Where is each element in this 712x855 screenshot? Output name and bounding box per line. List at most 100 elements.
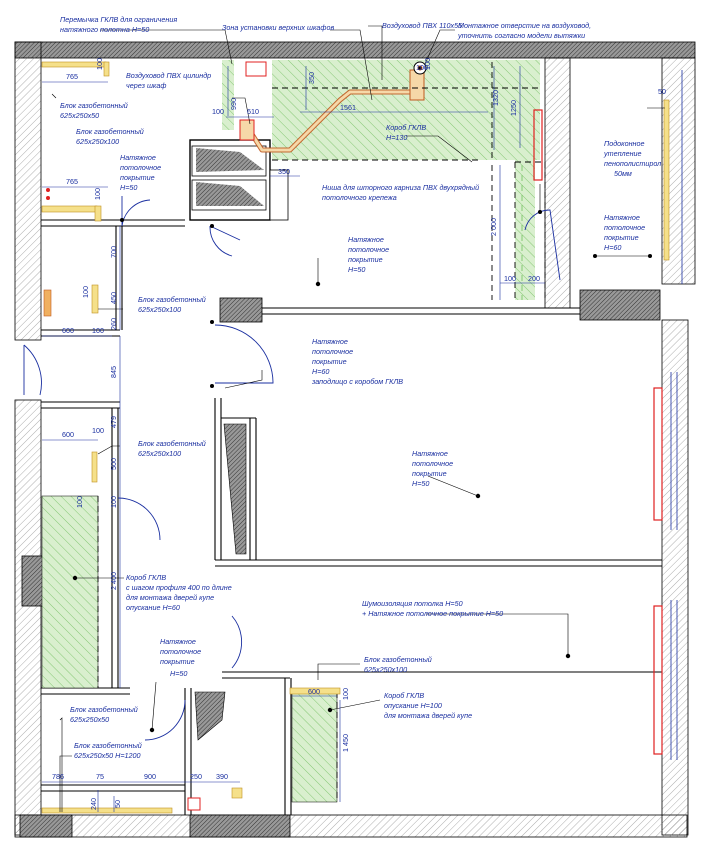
dim-786: 786 bbox=[52, 772, 64, 781]
duct-cyl-1: Воздуховод ПВХ цилиндр bbox=[126, 71, 211, 80]
box-100-2: опускание Н=100 bbox=[384, 701, 442, 710]
kitchen-cabinets bbox=[189, 139, 289, 221]
ceiling-50-room-2: потолочное bbox=[412, 459, 453, 468]
leader-lines bbox=[51, 25, 665, 812]
dim-260: 260 bbox=[109, 318, 118, 330]
sill-1: Подоконное bbox=[604, 139, 644, 148]
ceiling-50-hall-2: потолочное bbox=[160, 647, 201, 656]
dim-1561: 1561 bbox=[340, 103, 356, 112]
niche-2: потолочного крепежа bbox=[322, 193, 397, 202]
ceiling-60-flush-2: потолочное bbox=[312, 347, 353, 356]
dim-100l: 100 bbox=[341, 688, 350, 700]
ceiling-60-flush-4: Н=60 bbox=[312, 367, 329, 376]
dim-900: 900 bbox=[144, 772, 156, 781]
block-tl-1: Блок газобетонный bbox=[60, 101, 128, 110]
mount-hole-label-1: Монтажное отверстие на воздуховод, bbox=[458, 21, 591, 30]
jumper-label-1: Перемычка ГКЛВ для ограничения bbox=[60, 15, 177, 24]
dim-100g: 100 bbox=[81, 286, 90, 298]
pvc-duct bbox=[239, 61, 427, 153]
dim-200: 200 bbox=[528, 274, 540, 283]
top-cabinets-label: Зона установки верхних шкафов bbox=[222, 23, 334, 32]
dim-700: 700 bbox=[109, 246, 118, 258]
dim-100b: 100 bbox=[212, 107, 224, 116]
ceiling-60-r-1: Натяжное bbox=[604, 213, 640, 222]
dim-100i: 100 bbox=[92, 426, 104, 435]
block-l2-2: 625х250х100 bbox=[76, 137, 119, 146]
ceiling-50-room-1: Натяжное bbox=[412, 449, 448, 458]
ceiling-50-room-4: Н=50 bbox=[412, 479, 429, 488]
noise-2: + Натяжное потолочное покрытие Н=50 bbox=[362, 609, 503, 618]
dim-610: 610 bbox=[247, 107, 259, 116]
dim-765a: 765 bbox=[66, 72, 78, 81]
dim-990: 990 bbox=[229, 98, 238, 110]
dim-100e: 100 bbox=[504, 274, 516, 283]
dim-2400: 2 400 bbox=[109, 572, 118, 590]
sill-4: 50мм bbox=[614, 169, 632, 178]
block-bl1-2: 625х250х50 bbox=[70, 715, 109, 724]
pvc-duct-label: Воздуховод ПВХ 110х55 bbox=[382, 21, 463, 30]
dim-500: 500 bbox=[109, 458, 118, 470]
ceiling-50-c-4: Н=50 bbox=[348, 265, 365, 274]
dim-390: 390 bbox=[216, 772, 228, 781]
ceiling-60-flush-1: Натяжное bbox=[312, 337, 348, 346]
block-bath-1: Блок газобетонный bbox=[364, 655, 432, 664]
dim-600b: 600 bbox=[62, 430, 74, 439]
duct-cyl-2: через шкаф bbox=[126, 81, 166, 90]
dim-350a: 350 bbox=[307, 72, 316, 84]
ceiling-60-flush-3: покрытие bbox=[312, 357, 347, 366]
sill-2: утепление bbox=[603, 149, 642, 158]
box-400-4: опускание Н=60 bbox=[126, 603, 180, 612]
annotations: Перемычка ГКЛВ для ограничения натяжного… bbox=[60, 15, 661, 760]
box-130-2: Н=130 bbox=[386, 133, 407, 142]
block-bl2-1: Блок газобетонный bbox=[74, 741, 142, 750]
dim-240: 240 bbox=[89, 798, 98, 810]
dim-250: 250 bbox=[190, 772, 202, 781]
ceiling-60-r-4: Н=60 bbox=[604, 243, 621, 252]
ceiling-60-flush-5: заподлицо с коробом ГКЛВ bbox=[311, 377, 403, 386]
block-l4-2: 625х250х100 bbox=[138, 449, 181, 458]
box-130-1: Короб ГКЛВ bbox=[386, 123, 426, 132]
block-bath-2: 625х250х100 bbox=[364, 665, 407, 674]
ceiling-50-c-1: Натяжное bbox=[348, 235, 384, 244]
ceiling-50-a-2: потолочное bbox=[120, 163, 161, 172]
box-100-3: для монтажа дверей купе bbox=[384, 711, 472, 720]
dim-1320: 1320 bbox=[491, 90, 500, 106]
dim-100d: 100 bbox=[423, 58, 432, 70]
block-l3-1: Блок газобетонный bbox=[138, 295, 206, 304]
windows bbox=[533, 70, 683, 760]
ceiling-50-a-4: Н=50 bbox=[120, 183, 137, 192]
ceiling-50-c-3: покрытие bbox=[348, 255, 383, 264]
dim-100h: 100 bbox=[92, 326, 104, 335]
block-bl2-2: 625х250х50 Н=1200 bbox=[74, 751, 141, 760]
block-l2-1: Блок газобетонный bbox=[76, 127, 144, 136]
ceiling-50-a-1: Натяжное bbox=[120, 153, 156, 162]
box-400-2: с шагом профиля 400 по длине bbox=[126, 583, 232, 592]
ceiling-60-r-3: покрытие bbox=[604, 233, 639, 242]
sill-3: пенополистирол bbox=[604, 159, 661, 168]
ceiling-60-r-2: потолочное bbox=[604, 223, 645, 232]
niche-1: Ниша для шторного карниза ПВХ двухрядный bbox=[322, 183, 479, 192]
outer-walls bbox=[14, 41, 696, 838]
dim-50b: 50 bbox=[113, 800, 122, 808]
ceiling-50-hall-1: Натяжное bbox=[160, 637, 196, 646]
box-100-1: Короб ГКЛВ bbox=[384, 691, 424, 700]
dim-100f: 100 bbox=[93, 188, 102, 200]
ceiling-50-c-2: потолочное bbox=[348, 245, 389, 254]
dim-1250: 1250 bbox=[509, 100, 518, 116]
dim-845: 845 bbox=[109, 366, 118, 378]
dim-100k: 100 bbox=[109, 496, 118, 508]
dim-600a: 600 bbox=[62, 326, 74, 335]
dim-50r: 50 bbox=[658, 87, 666, 96]
dim-350b: 350 bbox=[278, 167, 290, 176]
dimension-texts: 765 765 100 990 610 100 350 100 100 1561… bbox=[52, 58, 666, 810]
ceiling-50-hall-4: Н=50 bbox=[170, 669, 187, 678]
doors bbox=[23, 196, 561, 741]
block-l3-2: 625х250х100 bbox=[138, 305, 181, 314]
block-bl1-1: Блок газобетонный bbox=[70, 705, 138, 714]
dashed-lines bbox=[97, 62, 546, 802]
dim-2000: 2 000 bbox=[489, 218, 498, 236]
dim-100j: 100 bbox=[75, 496, 84, 508]
mount-hole-label-2: уточнить согласно модели вытяжки bbox=[457, 31, 585, 40]
box-400-3: для монтажа дверей купе bbox=[126, 593, 214, 602]
